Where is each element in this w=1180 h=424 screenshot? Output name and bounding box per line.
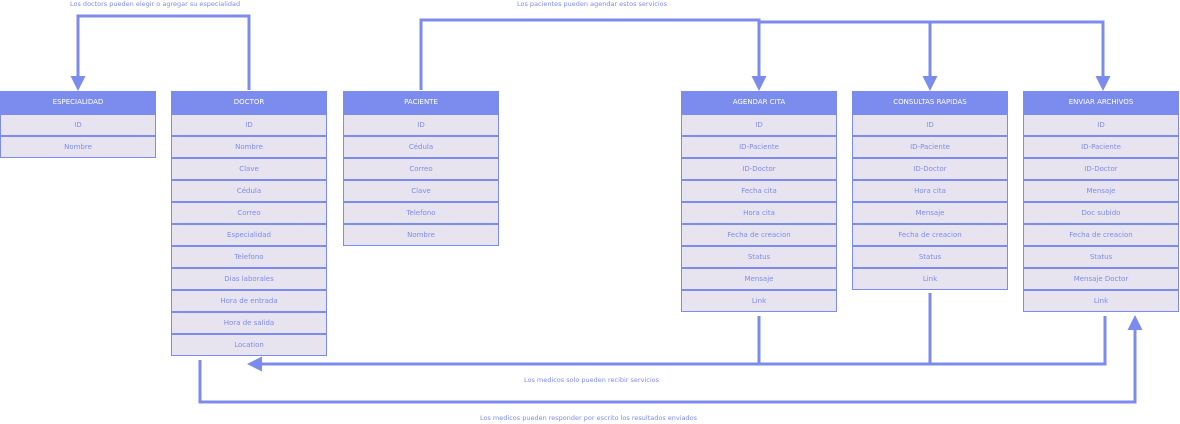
connector-paciente-archivos (930, 20, 1111, 91)
entity-field: Link (681, 290, 837, 312)
connector-paciente-consultas (759, 20, 938, 91)
entity-title: AGENDAR CITA (681, 91, 837, 114)
entity-field: Nombre (0, 136, 156, 158)
entity-field: Hora cita (852, 180, 1008, 202)
caption-doctor-receive: Los medicos solo pueden recibir servicio… (524, 376, 660, 384)
entity-field: ID-Doctor (1023, 158, 1179, 180)
entity-field: Mensaje (681, 268, 837, 290)
entity-field: Location (171, 334, 327, 356)
entity-field: Link (1023, 290, 1179, 312)
entity-field: ID (343, 114, 499, 136)
entity-field: Cédula (171, 180, 327, 202)
entity-field: ID-Paciente (1023, 136, 1179, 158)
entity-field: Mensaje (852, 202, 1008, 224)
entity-field: Doc subido (1023, 202, 1179, 224)
entity-field: Nombre (343, 224, 499, 246)
entity-field: Clave (171, 158, 327, 180)
connector-doctor-especialidad (70, 14, 251, 91)
entity-field: ID (171, 114, 327, 136)
entity-field: Mensaje Doctor (1023, 268, 1179, 290)
entity-field: Fecha de creacion (852, 224, 1008, 246)
connector-paciente-agendar (419, 18, 767, 91)
connector-doctor-archivos (198, 315, 1143, 404)
entity-field: Status (681, 246, 837, 268)
entity-field: Clave (343, 180, 499, 202)
entity-field: ID-Doctor (852, 158, 1008, 180)
entity-field: Hora cita (681, 202, 837, 224)
entity-field: Correo (343, 158, 499, 180)
entity-field: Fecha de creacion (1023, 224, 1179, 246)
entity-title: CONSULTAS RAPIDAS (852, 91, 1008, 114)
entity-field: Telefono (343, 202, 499, 224)
entity-field: Especialidad (171, 224, 327, 246)
entity-field: Hora de entrada (171, 290, 327, 312)
entity-field: Nombre (171, 136, 327, 158)
entity-field: Cédula (343, 136, 499, 158)
entity-field: Fecha de creacion (681, 224, 837, 246)
entity-field: Link (852, 268, 1008, 290)
entity-field: ID (681, 114, 837, 136)
entity-field: ID-Paciente (681, 136, 837, 158)
entity-field: Fecha cita (681, 180, 837, 202)
connector-archivos-doctor (759, 316, 1107, 366)
caption-doctor-specialty: Los doctors pueden elegir o agregar su e… (70, 0, 241, 8)
entity-field: Mensaje (1023, 180, 1179, 202)
entity-title: PACIENTE (343, 91, 499, 114)
entity-field: ID (0, 114, 156, 136)
caption-doctor-respond: Los medicos pueden responder por escrito… (480, 414, 698, 422)
entity-field: Dias laborales (171, 268, 327, 290)
entity-field: Telefono (171, 246, 327, 268)
entity-title: ESPECIALIDAD (0, 91, 156, 114)
entity-field: Status (852, 246, 1008, 268)
entity-field: ID-Doctor (681, 158, 837, 180)
entity-field: Correo (171, 202, 327, 224)
entity-field: ID-Paciente (852, 136, 1008, 158)
caption-patient-services: Los pacientes pueden agendar estos servi… (517, 0, 667, 8)
entity-field: ID (1023, 114, 1179, 136)
entity-title: ENVIAR ARCHIVOS (1023, 91, 1179, 114)
entity-field: Hora de salida (171, 312, 327, 334)
entity-field: ID (852, 114, 1008, 136)
entity-title: DOCTOR (171, 91, 327, 114)
entity-field: Status (1023, 246, 1179, 268)
